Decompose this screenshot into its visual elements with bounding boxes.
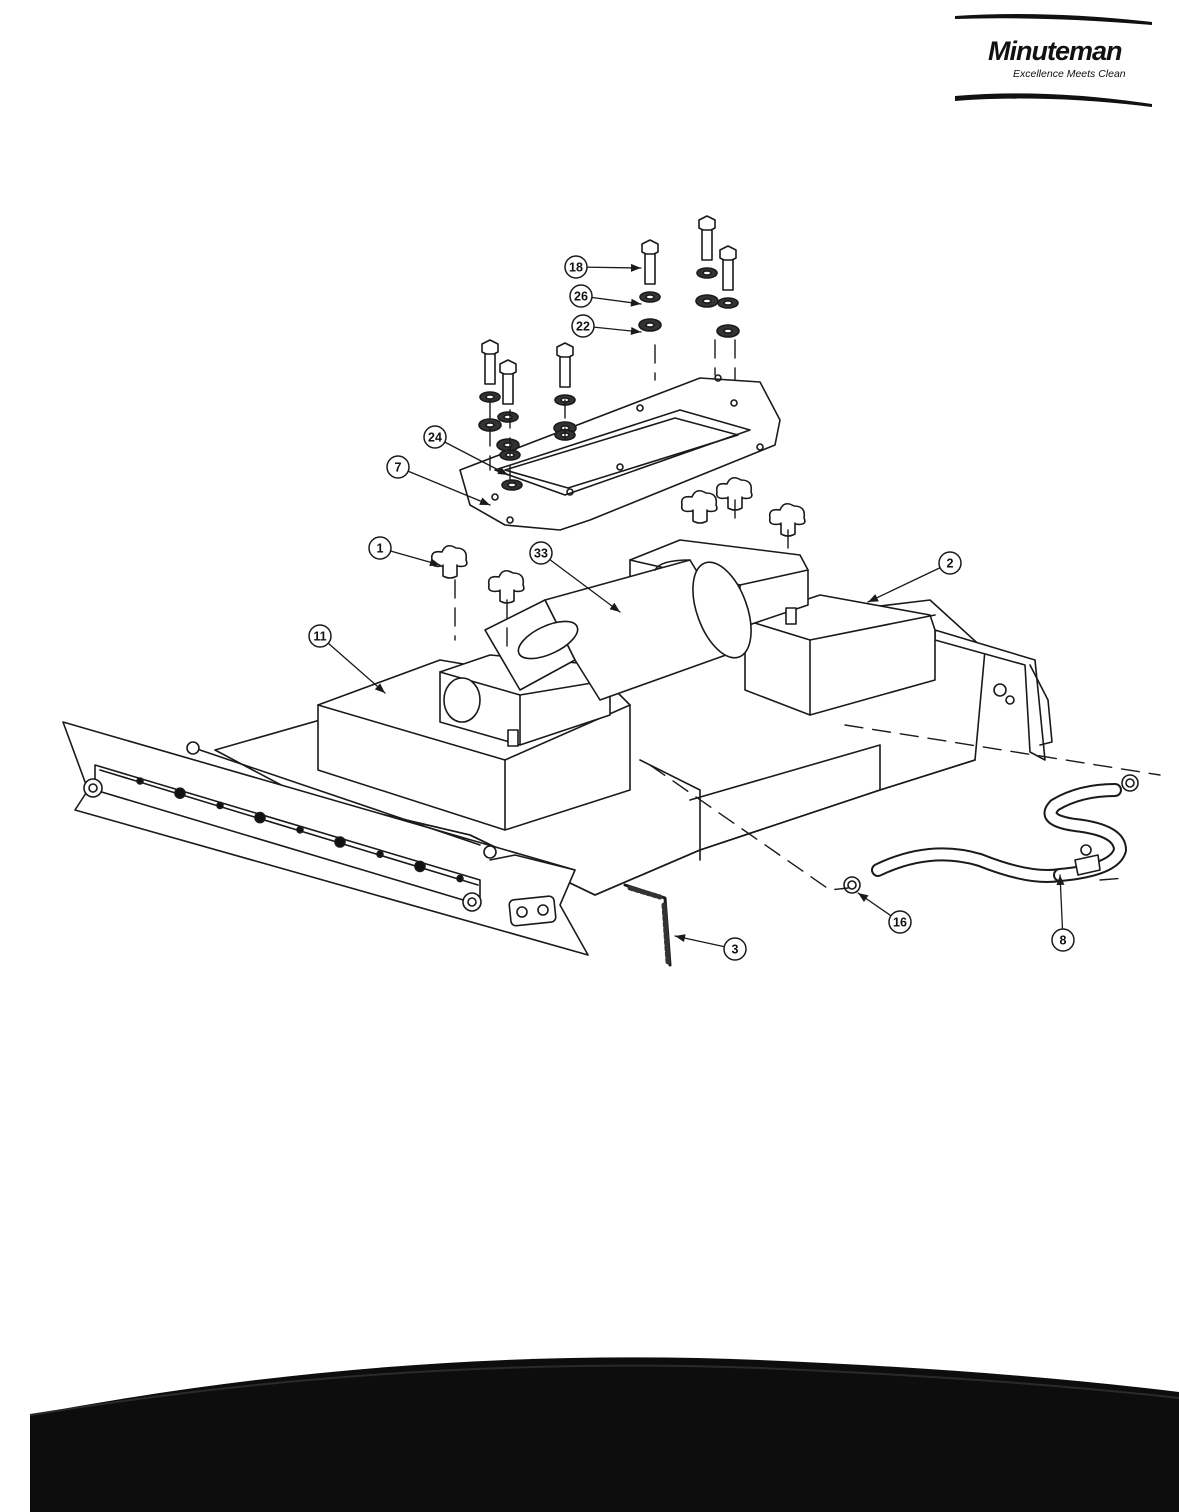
callout-label: 26 [574, 290, 588, 304]
callout-balloon [368, 536, 392, 560]
brand-swoosh-lines [955, 14, 1152, 107]
flat-washer [501, 479, 523, 491]
squeegee-hole [376, 850, 384, 859]
lock-washer [639, 291, 661, 303]
hex-bolt [556, 342, 574, 388]
hex-bolt [481, 339, 499, 385]
callout-balloon [571, 314, 595, 338]
vacuum-motor [484, 559, 752, 701]
callout-11: 11 [308, 624, 386, 694]
chain-strip [623, 883, 672, 967]
squeegee-hole [174, 787, 186, 800]
callout-label: 2 [947, 557, 954, 571]
knob-handles [430, 476, 806, 604]
leader-line [540, 552, 621, 613]
callout-balloon [308, 624, 332, 648]
callout-label: 33 [534, 547, 548, 561]
hex-bolt [641, 239, 659, 285]
leader-arrowhead [1056, 875, 1065, 886]
callout-label: 18 [569, 261, 583, 275]
callout-33: 33 [529, 541, 621, 613]
gasket-plate [459, 374, 781, 531]
leader-arrowhead [630, 263, 641, 272]
squeegee-hole [216, 801, 224, 810]
callout-26: 26 [569, 284, 642, 308]
star-knob [487, 569, 525, 604]
squeegee-hole [456, 874, 464, 883]
callout-label: 3 [732, 943, 739, 957]
leader-line [434, 436, 509, 476]
callout-18: 18 [564, 255, 642, 279]
callout-8: 8 [1051, 874, 1075, 952]
callout-layer: 18 26 22 24 7 1 33 2 11 16 3 8 [308, 255, 1075, 961]
hex-bolt [719, 245, 737, 291]
hex-bolt [499, 359, 517, 405]
assembly-guide-lines [454, 339, 1161, 891]
leader-arrowhead [630, 326, 641, 335]
lock-washer [717, 297, 739, 309]
star-knob [680, 489, 718, 524]
callout-balloon [564, 255, 588, 279]
squeegee-hole [254, 811, 266, 824]
leader-arrowhead [868, 594, 879, 602]
flat-washer [496, 438, 520, 452]
leader-arrowhead [675, 934, 686, 943]
callout-label: 11 [313, 630, 326, 644]
leader-arrowhead [497, 466, 508, 475]
brand-name: Minuteman [988, 36, 1123, 66]
lock-washer [497, 411, 519, 423]
leader-arrowhead [374, 683, 385, 693]
flat-washer [638, 318, 662, 332]
callout-balloon [938, 551, 962, 575]
callout-label: 8 [1060, 934, 1067, 948]
callout-7: 7 [386, 455, 491, 506]
callout-balloon [569, 284, 593, 308]
callout-balloon [1051, 928, 1075, 952]
leader-arrowhead [429, 558, 440, 567]
leader-line [397, 466, 491, 506]
callout-balloon [529, 541, 553, 565]
callout-2: 2 [867, 551, 962, 603]
hex-bolt [698, 215, 716, 261]
star-knob [430, 544, 468, 579]
callout-label: 22 [576, 320, 590, 334]
squeegee-hole [414, 860, 426, 873]
flat-washer [716, 324, 740, 338]
star-knob [715, 476, 753, 511]
callout-24: 24 [423, 425, 509, 476]
squeegee-hole [296, 825, 304, 834]
leader-arrowhead [479, 497, 490, 505]
callout-balloon [888, 910, 912, 934]
callout-22: 22 [571, 314, 642, 338]
lock-washer [696, 267, 718, 279]
front-squeegee [62, 721, 589, 956]
flat-washer [695, 294, 719, 308]
leader-line [867, 562, 951, 603]
left-valve-block [439, 654, 611, 747]
callout-3: 3 [674, 934, 747, 961]
callout-label: 16 [893, 916, 907, 930]
right-cover [744, 594, 936, 716]
callout-1: 1 [368, 536, 441, 567]
brand-logo: Minuteman Excellence Meets Clean [955, 8, 1155, 108]
vacuum-hose [843, 774, 1139, 894]
squeegee-hole [334, 836, 346, 848]
leader-arrowhead [858, 893, 869, 902]
callout-balloon [386, 455, 410, 479]
brand-tagline: Excellence Meets Clean [1013, 68, 1126, 80]
callout-label: 24 [428, 431, 442, 445]
callout-balloon [423, 425, 447, 449]
callout-16: 16 [857, 892, 912, 934]
squeegee-hole [136, 777, 144, 785]
callout-label: 1 [377, 542, 384, 556]
leader-line [319, 635, 386, 694]
leader-arrowhead [630, 298, 641, 307]
callout-label: 7 [395, 461, 402, 475]
leader-arrowhead [609, 602, 620, 612]
callout-balloon [723, 937, 747, 961]
